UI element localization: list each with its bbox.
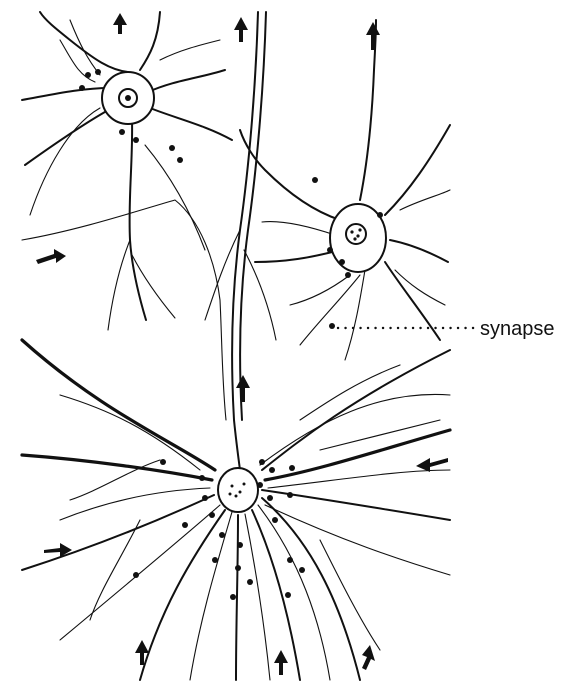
synapse-callout: synapse xyxy=(338,318,555,340)
synapse-label: synapse xyxy=(480,318,555,340)
arrow-up-icon xyxy=(113,13,127,34)
arrow-up-icon xyxy=(236,375,250,402)
arrow-up-icon xyxy=(362,645,375,670)
synaptic-boutons xyxy=(79,69,383,600)
long-axon xyxy=(205,12,276,470)
arrow-up-icon xyxy=(135,640,149,665)
neuron-bottom-center xyxy=(22,145,450,680)
arrow-up-icon xyxy=(366,22,380,50)
arrow-up-icon xyxy=(234,17,248,42)
neuron-top-left xyxy=(22,12,232,330)
arrow-right-icon xyxy=(36,249,66,264)
neuron-right xyxy=(240,20,450,360)
signal-direction-arrows xyxy=(36,13,448,675)
arrow-up-icon xyxy=(274,650,288,675)
